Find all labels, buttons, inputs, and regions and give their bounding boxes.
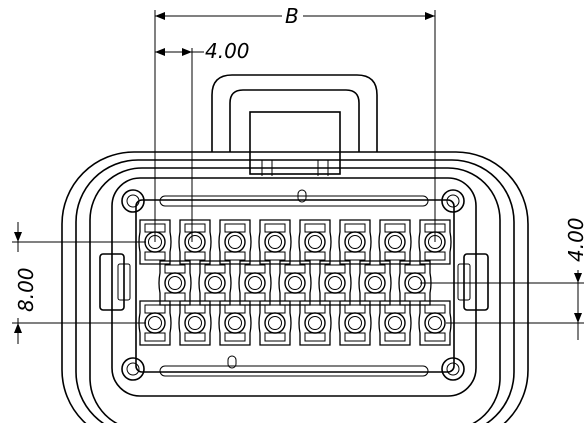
cavity-bottom-5 [298, 300, 332, 346]
latch-inner [229, 89, 360, 152]
side-tab-left [99, 253, 125, 311]
top-key-bump [297, 189, 307, 203]
cavity-middle-7 [398, 260, 432, 306]
cavity-middle-6 [358, 260, 392, 306]
housing-outline-inner [89, 167, 501, 423]
corner-hole-bottom-left-inner [126, 362, 140, 376]
inner-face [111, 177, 477, 397]
cavity-bottom-4 [258, 300, 292, 346]
corner-hole-bottom-right-inner [446, 362, 460, 376]
corner-hole-top-left [121, 189, 145, 213]
side-tab-right-slot [457, 263, 471, 301]
dim-rows-arrow-bottom [14, 323, 22, 333]
bottom-key-bump [227, 355, 237, 369]
dim-pitch-arrow-left [155, 48, 165, 56]
corner-hole-bottom-left [121, 357, 145, 381]
bottom-rail [159, 365, 429, 377]
housing-outline-middle [75, 159, 515, 423]
cavity-grid [138, 219, 452, 346]
housing-outline-outer [61, 151, 529, 423]
dim-b-arrow-right [425, 12, 435, 20]
cavity-bottom-8 [418, 300, 452, 346]
cavity-middle-5 [318, 260, 352, 306]
cavity-top-4 [258, 219, 292, 265]
cavity-top-7 [378, 219, 412, 265]
top-rail [159, 195, 429, 207]
cavity-top-3 [218, 219, 252, 265]
cavity-middle-1 [158, 260, 192, 306]
dim-rowpitch-label: 4.00 [564, 217, 587, 262]
side-tab-right [463, 253, 489, 311]
cavity-bottom-2 [178, 300, 212, 346]
cavity-bottom-7 [378, 300, 412, 346]
dim-b-label: B [285, 4, 299, 28]
dim-rowpitch-arrow-bottom [574, 313, 582, 323]
dim-pitch-label: 4.00 [205, 39, 250, 63]
cavity-middle-4 [278, 260, 312, 306]
dim-rows-arrow-top [14, 232, 22, 242]
side-tab-left-slot [117, 263, 131, 301]
latch-tab [249, 111, 341, 175]
cavity-top-5 [298, 219, 332, 265]
dim-pitch-arrow-right [182, 48, 192, 56]
dim-rows-label: 8.00 [14, 267, 38, 312]
corner-hole-top-right [441, 189, 465, 213]
corner-hole-bottom-right [441, 357, 465, 381]
cavity-block [135, 199, 455, 373]
cavity-top-2 [178, 219, 212, 265]
corner-hole-top-right-inner [446, 194, 460, 208]
cavity-bottom-3 [218, 300, 252, 346]
cavity-top-6 [338, 219, 372, 265]
dim-b-arrow-left [155, 12, 165, 20]
latch-outer [211, 74, 378, 152]
cavity-middle-2 [198, 260, 232, 306]
cavity-middle-3 [238, 260, 272, 306]
dim-rowpitch-arrow-top [574, 273, 582, 283]
corner-hole-top-left-inner [126, 194, 140, 208]
cavity-bottom-6 [338, 300, 372, 346]
